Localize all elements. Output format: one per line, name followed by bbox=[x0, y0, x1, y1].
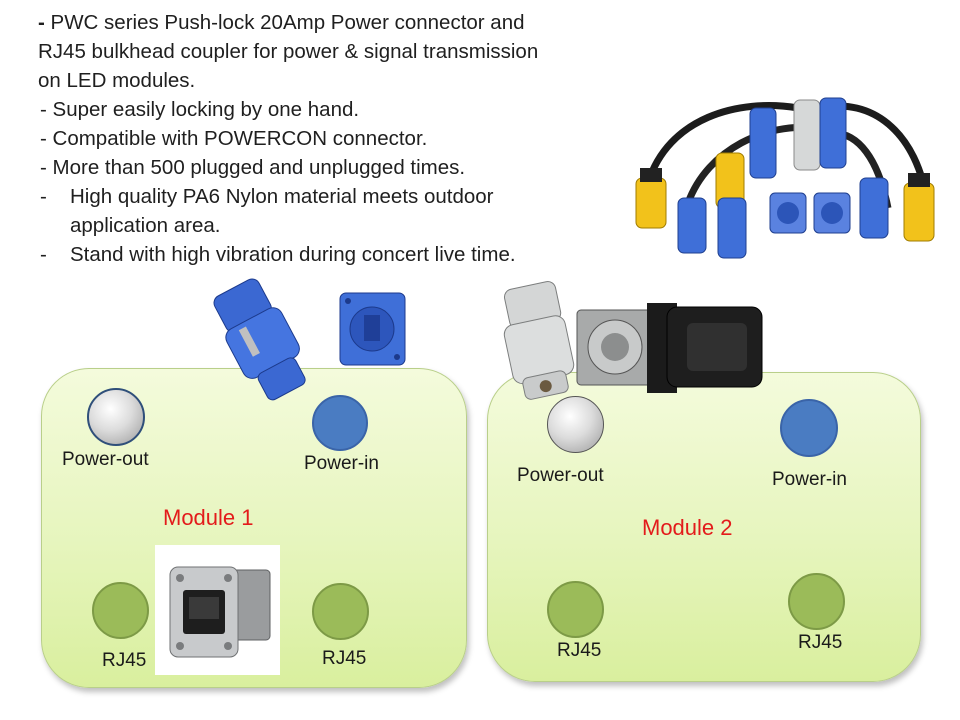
headline-line-1: - PWC series Push-lock 20Amp Power conne… bbox=[38, 8, 618, 37]
blue-powercon-plug-photo bbox=[213, 278, 406, 401]
bullet-4-text-1: High quality PA6 Nylon material meets ou… bbox=[70, 185, 494, 208]
module-2-rj45-left-label: RJ45 bbox=[557, 640, 602, 661]
bullet-2: - Compatible with POWERCON connector. bbox=[40, 127, 428, 150]
module-1-rj45-left-label: RJ45 bbox=[102, 650, 147, 671]
bullet-5: -Stand with high vibration during concer… bbox=[38, 240, 618, 269]
headline-dash: - bbox=[38, 11, 45, 34]
module-2-rj45-right-port bbox=[788, 573, 845, 630]
module-1-power-in-label: Power-in bbox=[304, 453, 379, 474]
module-1-rj45-right-port bbox=[312, 583, 369, 640]
module-1-title: Module 1 bbox=[163, 505, 254, 530]
bullet-4: -High quality PA6 Nylon material meets o… bbox=[38, 182, 618, 211]
bullet-1: - Super easily locking by one hand. bbox=[40, 98, 360, 121]
rj45-bulkhead-coupler-photo bbox=[155, 545, 280, 675]
bullet-4-dash: - bbox=[40, 185, 47, 208]
module-2-title: Module 2 bbox=[642, 515, 733, 540]
module-1-power-out-port bbox=[87, 388, 145, 446]
module-2-rj45-right-label: RJ45 bbox=[798, 632, 843, 653]
module-2-rj45-left-port bbox=[547, 581, 604, 638]
bullet-4-cont: application area. bbox=[70, 214, 221, 237]
module-1-power-out-label: Power-out bbox=[62, 449, 149, 470]
intro-text: - PWC series Push-lock 20Amp Power conne… bbox=[38, 8, 618, 269]
module-1-rj45-right-label: RJ45 bbox=[322, 648, 367, 669]
module-1-rj45-left-port bbox=[92, 582, 149, 639]
powercon-cable-set-photo bbox=[635, 97, 935, 259]
grey-powercon-plug-photo bbox=[503, 281, 763, 400]
module-1-power-in-port bbox=[312, 395, 368, 451]
module-2-power-in-port bbox=[780, 399, 838, 457]
bullet-5-text: Stand with high vibration during concert… bbox=[70, 243, 516, 266]
module-2-power-in-label: Power-in bbox=[772, 469, 847, 490]
headline-line-3: on LED modules. bbox=[38, 69, 196, 92]
headline-line-2: RJ45 bulkhead coupler for power & signal… bbox=[38, 40, 539, 63]
module-2-power-out-label: Power-out bbox=[517, 465, 604, 486]
headline-text-1: PWC series Push-lock 20Amp Power connect… bbox=[50, 11, 525, 34]
bullet-3: - More than 500 plugged and unplugged ti… bbox=[40, 156, 466, 179]
bullet-5-dash: - bbox=[40, 243, 47, 266]
module-2-power-out-port bbox=[547, 396, 604, 453]
